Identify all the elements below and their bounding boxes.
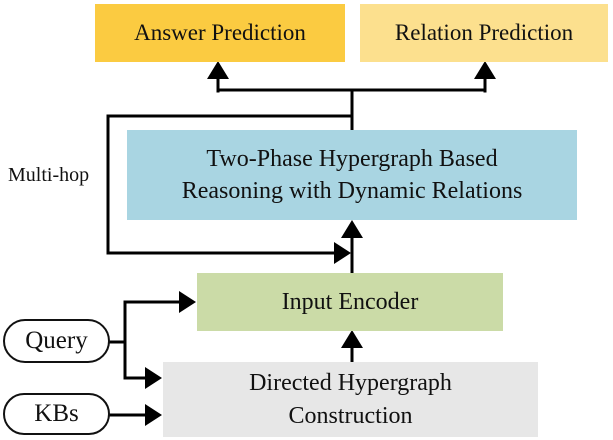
connector-multihop-loop xyxy=(106,114,354,255)
input-encoder-label: Input Encoder xyxy=(281,288,419,315)
reasoning-label-line1: Two-Phase Hypergraph Based xyxy=(206,145,498,172)
relation-prediction-box: Relation Prediction xyxy=(360,4,608,62)
arrowhead-kbs-to-construction-icon xyxy=(145,404,162,426)
arrowhead-to-encoder-icon xyxy=(341,330,363,348)
reasoning-label-line2: Reasoning with Dynamic Relations xyxy=(181,178,523,204)
connector-reasoning-to-predictions xyxy=(216,74,487,132)
query-node: Query xyxy=(3,319,110,363)
connector-query-branch xyxy=(108,300,183,380)
relation-prediction-label: Relation Prediction xyxy=(394,20,574,45)
multi-hop-label: Multi-hop xyxy=(8,164,90,186)
answer-prediction-label: Answer Prediction xyxy=(134,20,306,45)
kbs-node: KBs xyxy=(3,393,110,435)
arrowhead-to-reasoning-icon xyxy=(341,220,363,238)
arrowhead-query-to-construction-icon xyxy=(145,367,162,389)
reasoning-box: Two-Phase Hypergraph Based Reasoning wit… xyxy=(127,130,577,220)
construction-box: Directed Hypergraph Construction xyxy=(163,362,538,437)
arrowhead-to-answer-prediction-icon xyxy=(207,61,229,79)
arrowhead-to-relation-prediction-icon xyxy=(474,61,496,79)
arrowhead-query-to-encoder-icon xyxy=(179,291,196,313)
arrowhead-multihop-icon xyxy=(334,242,351,264)
input-encoder-box: Input Encoder xyxy=(197,273,503,331)
kbs-label: KBs xyxy=(34,400,79,427)
construction-label-line2: Construction xyxy=(288,402,413,429)
answer-prediction-box: Answer Prediction xyxy=(95,4,345,62)
query-label: Query xyxy=(25,327,88,354)
construction-label-line1: Directed Hypergraph xyxy=(249,370,452,397)
